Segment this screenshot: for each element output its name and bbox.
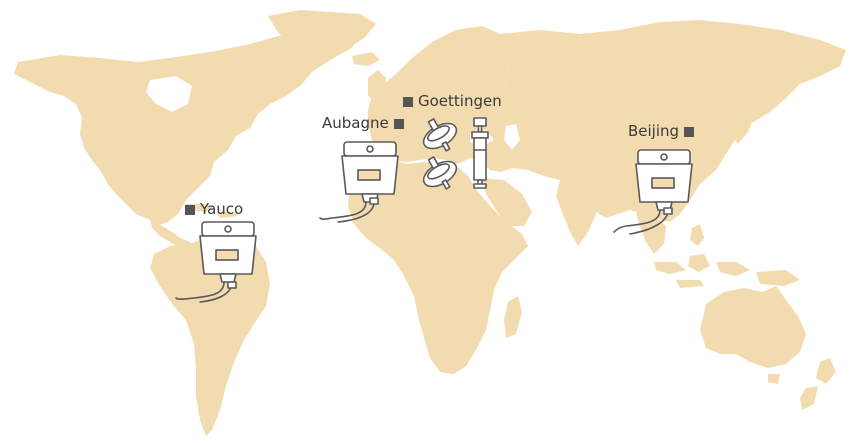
location-name: Aubagne bbox=[322, 114, 389, 132]
north-america-landmass bbox=[14, 26, 360, 226]
syringe-filter-icon bbox=[422, 118, 458, 152]
location-marker bbox=[684, 126, 695, 137]
syringe-filter-icon bbox=[422, 156, 458, 190]
europe-landmass bbox=[368, 26, 510, 164]
location-label-beijing: Beijing bbox=[628, 122, 695, 140]
location-marker bbox=[403, 96, 413, 107]
iv-bag-icon bbox=[319, 141, 399, 223]
australia-landmass bbox=[700, 286, 806, 368]
iv-bag-icon bbox=[175, 221, 257, 303]
location-label-yauco: Yauco bbox=[185, 202, 243, 217]
location-label-goettingen: Goettingen bbox=[403, 94, 502, 109]
location-marker bbox=[185, 204, 195, 215]
africa-landmass bbox=[348, 158, 528, 374]
greenland-landmass bbox=[268, 10, 376, 58]
location-name: Yauco bbox=[200, 200, 244, 218]
location-label-aubagne: Aubagne bbox=[322, 116, 404, 131]
south-america-landmass bbox=[150, 234, 270, 436]
asia-landmass bbox=[470, 20, 846, 222]
syringe-icon bbox=[471, 117, 489, 189]
location-name: Goettingen bbox=[418, 92, 502, 110]
location-name: Beijing bbox=[628, 122, 680, 140]
central-america-landmass bbox=[150, 220, 196, 252]
iv-bag-icon bbox=[613, 149, 693, 235]
location-marker bbox=[393, 118, 404, 129]
